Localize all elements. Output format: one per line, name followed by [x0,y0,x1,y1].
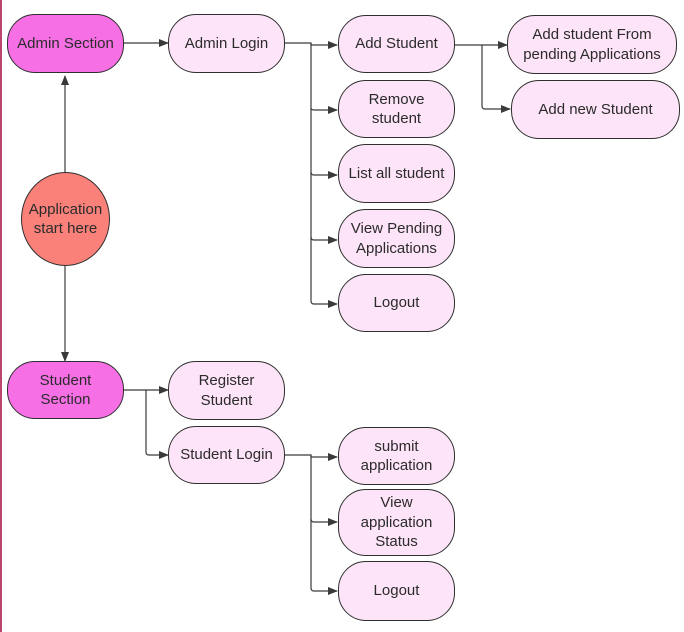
start-node[interactable]: Application start here [21,172,110,266]
view-status-node[interactable]: View application Status [338,489,455,556]
remove-student-node[interactable]: Remove student [338,80,455,138]
edge-student-login-to-view-status [310,455,338,526]
add-from-pending-node[interactable]: Add student From pending Applications [507,15,677,74]
register-student-node[interactable]: Register Student [168,361,285,420]
edge-student-login-to-student-logout [310,519,338,595]
add-new-student-node[interactable]: Add new Student [511,80,680,139]
edge-student-section-to-student-login [145,390,169,459]
view-pending-node[interactable]: View Pending Applications [338,209,455,268]
left-border [0,0,2,632]
edge-admin-login-to-remove-student [310,43,338,114]
list-all-student-node[interactable]: List all student [338,144,455,203]
student-section-node[interactable]: Student Section [7,361,124,419]
submit-application-node[interactable]: submit application [338,427,455,485]
edge-admin-login-to-view-pending [310,172,338,244]
student-logout-node[interactable]: Logout [338,561,455,621]
admin-login-node[interactable]: Admin Login [168,14,285,73]
edge-admin-login-to-list-all-student [310,108,338,179]
student-login-node[interactable]: Student Login [168,426,285,484]
edge-add-student-to-add-new-student [481,45,511,113]
admin-section-node[interactable]: Admin Section [7,14,124,73]
edge-admin-login-to-admin-logout [310,237,338,308]
add-student-node[interactable]: Add Student [338,15,455,73]
admin-logout-node[interactable]: Logout [338,274,455,332]
